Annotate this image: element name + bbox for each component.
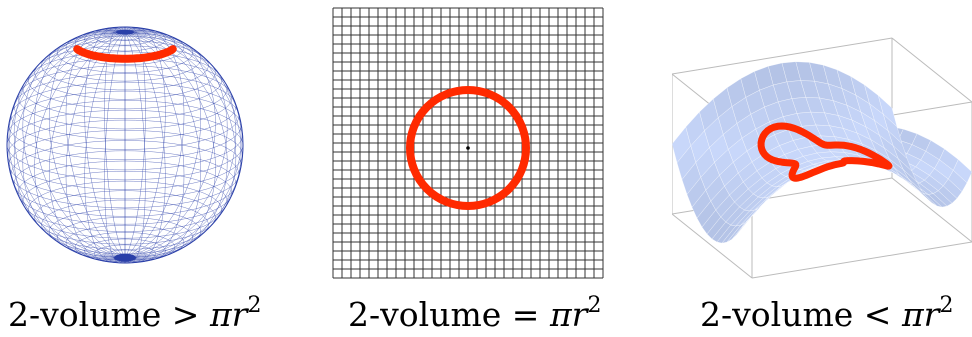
- caption-pi: π: [209, 295, 232, 334]
- box-edge: [891, 37, 972, 103]
- sphere-diagram: [6, 26, 244, 264]
- sphere-meridian: [124, 31, 237, 258]
- sphere-meridian: [65, 32, 126, 262]
- caption-relation: <: [863, 295, 892, 334]
- plane-grid-diagram: [332, 7, 604, 279]
- saddle-patch: [952, 159, 972, 184]
- saddle-surface: [672, 61, 972, 244]
- sphere-meridian: [124, 32, 146, 264]
- sphere-meridian: [13, 32, 126, 259]
- sphere-meridian: [84, 32, 126, 263]
- sphere-panel: [0, 0, 250, 280]
- sphere-meridian: [124, 28, 185, 258]
- caption-r: r: [231, 295, 248, 334]
- sphere-meridian: [124, 29, 216, 258]
- caption-exponent: 2: [939, 293, 954, 318]
- caption-r: r: [923, 295, 940, 334]
- north-pole-mark: [116, 29, 134, 35]
- plane-caption: 2-volume = πr2: [348, 284, 602, 334]
- plane-grid: [332, 7, 604, 279]
- caption-r: r: [571, 295, 588, 334]
- caption-exponent: 2: [247, 293, 262, 318]
- sphere-meridian: [124, 32, 244, 258]
- saddle-panel: [672, 18, 972, 283]
- sphere-meridian: [6, 32, 126, 258]
- caption-pi: π: [901, 295, 924, 334]
- sphere-meridian: [124, 32, 242, 259]
- sphere-caption: 2-volume > πr2: [8, 284, 262, 334]
- red-euclidean-circle: [406, 86, 530, 210]
- sphere-meridian: [8, 31, 126, 258]
- box-edge: [672, 213, 753, 279]
- sphere-mesh: [6, 26, 244, 264]
- south-pole-mark: [114, 253, 136, 262]
- caption-prefix: 2-volume: [348, 295, 502, 334]
- sphere-meridian: [124, 32, 228, 260]
- sphere-meridian: [124, 27, 166, 258]
- red-geodesic-circle: [73, 45, 177, 63]
- caption-prefix: 2-volume: [8, 295, 162, 334]
- caption-relation: =: [511, 295, 540, 334]
- sphere-meridian: [48, 32, 126, 262]
- center-point: [466, 146, 470, 150]
- caption-relation: >: [171, 295, 200, 334]
- box-edge: [751, 241, 972, 279]
- box-edge: [891, 177, 972, 243]
- sphere-meridian: [104, 26, 126, 258]
- caption-prefix: 2-volume: [700, 295, 854, 334]
- sphere-meridian: [124, 28, 202, 258]
- caption-pi: π: [549, 295, 572, 334]
- sphere-meridian: [34, 32, 126, 261]
- saddle-caption: 2-volume < πr2: [700, 284, 954, 334]
- red-curved-circle: [757, 122, 893, 182]
- sphere-meridian: [13, 31, 126, 258]
- box-edge: [672, 37, 893, 75]
- sphere-meridian: [22, 32, 126, 260]
- sphere-meridian: [22, 30, 126, 258]
- sphere-meridian: [124, 26, 146, 258]
- saddle-diagram: [672, 37, 972, 279]
- sphere-meridian: [104, 32, 126, 264]
- sphere-meridian: [124, 32, 237, 259]
- plane-panel: [325, 0, 610, 285]
- caption-exponent: 2: [587, 293, 602, 318]
- sphere-meridian: [124, 30, 228, 258]
